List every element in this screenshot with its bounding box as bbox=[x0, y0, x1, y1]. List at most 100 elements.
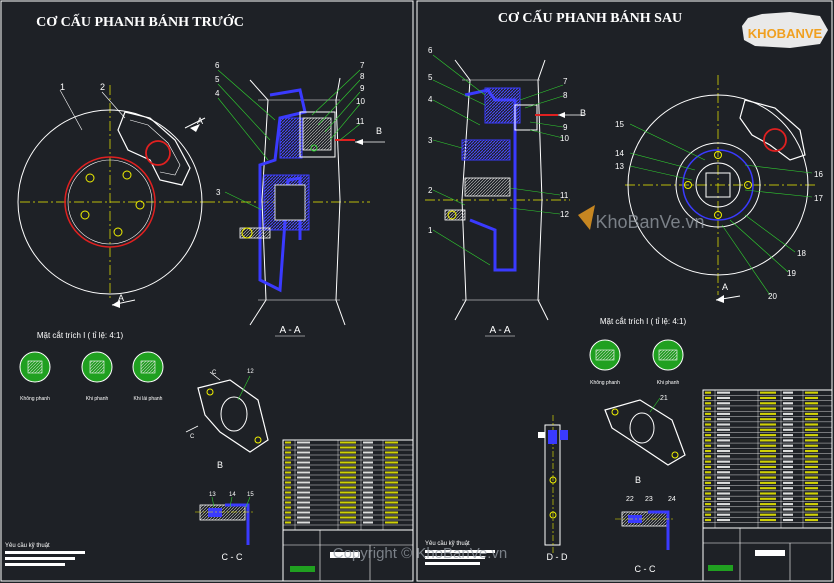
table-cell-stroke bbox=[760, 412, 776, 415]
right-detail-state-1: Không phanh bbox=[590, 380, 620, 386]
rear-sec-label-10: 10 bbox=[560, 134, 569, 143]
table-cell-stroke bbox=[363, 491, 373, 494]
table-cell-stroke bbox=[760, 449, 776, 453]
table-cell-stroke bbox=[717, 455, 730, 458]
table-cell-stroke bbox=[760, 402, 776, 405]
table-cell-stroke bbox=[805, 449, 818, 453]
table-cell-stroke bbox=[717, 503, 730, 506]
table-cell-stroke bbox=[717, 391, 730, 394]
table-cell-stroke bbox=[285, 516, 291, 519]
table-cell-stroke bbox=[363, 476, 373, 479]
left-detail-state-3: Khi lái phanh bbox=[134, 396, 163, 402]
table-cell-stroke bbox=[783, 418, 793, 421]
table-cell-stroke bbox=[783, 476, 793, 479]
table-cell-stroke bbox=[760, 460, 776, 463]
table-cell-stroke bbox=[285, 486, 291, 489]
part-label-1: 1 bbox=[60, 82, 65, 92]
table-cell-stroke bbox=[760, 391, 776, 394]
table-cell-stroke bbox=[285, 496, 291, 499]
table-cell-stroke bbox=[805, 487, 818, 490]
table-cell-stroke bbox=[805, 481, 818, 484]
arrow-label-b: B bbox=[376, 126, 382, 136]
watermark-site-text: KhoBanVe.vn bbox=[595, 212, 704, 232]
table-cell-stroke bbox=[805, 508, 818, 511]
table-cell-stroke bbox=[760, 513, 776, 516]
table-cell-stroke bbox=[760, 481, 776, 484]
table-cell-stroke bbox=[340, 501, 356, 504]
table-cell-stroke bbox=[340, 446, 356, 449]
left-detail-state-1: Không phanh bbox=[20, 396, 50, 402]
left-detail-caption: Mặt cắt trích I ( tỉ lệ: 4:1) bbox=[37, 331, 124, 340]
table-cell-stroke bbox=[805, 503, 818, 506]
table-cell-stroke bbox=[385, 516, 398, 519]
table-cell-stroke bbox=[297, 511, 310, 514]
table-cell-stroke bbox=[363, 516, 373, 519]
table-cell-stroke bbox=[285, 476, 291, 479]
table-cell-stroke bbox=[783, 460, 793, 463]
left-arrow-c-bottom: C bbox=[190, 434, 195, 440]
table-cell-stroke bbox=[783, 396, 793, 400]
table-cell-stroke bbox=[783, 492, 793, 495]
rear-sec-label-6: 6 bbox=[428, 46, 433, 55]
table-cell-stroke bbox=[340, 456, 356, 459]
table-cell-stroke bbox=[717, 402, 730, 405]
right-callout-24: 24 bbox=[668, 496, 676, 503]
rear-view-label-18: 18 bbox=[797, 249, 806, 258]
table-cell-stroke bbox=[385, 506, 398, 509]
table-cell-stroke bbox=[717, 418, 730, 421]
table-cell-stroke bbox=[705, 396, 711, 400]
table-cell-stroke bbox=[805, 460, 818, 463]
table-cell-stroke bbox=[385, 441, 398, 444]
rear-sec-label-11: 11 bbox=[560, 191, 569, 200]
table-cell-stroke bbox=[805, 492, 818, 495]
table-cell-stroke bbox=[783, 412, 793, 415]
sec-label-6: 6 bbox=[215, 61, 220, 70]
table-cell-stroke bbox=[705, 465, 711, 469]
table-cell-stroke bbox=[363, 471, 373, 474]
table-cell-stroke bbox=[760, 465, 776, 469]
table-cell-stroke bbox=[717, 412, 730, 415]
sec-label-8: 8 bbox=[360, 72, 365, 81]
table-cell-stroke bbox=[805, 391, 818, 394]
table-cell-stroke bbox=[363, 486, 373, 489]
rear-disc-view bbox=[625, 75, 815, 303]
table-cell-stroke bbox=[783, 449, 793, 453]
table-cell-stroke bbox=[385, 501, 398, 504]
table-cell-stroke bbox=[717, 465, 730, 469]
left-detail-state-2: Khi phanh bbox=[86, 396, 109, 402]
table-cell-stroke bbox=[285, 466, 291, 469]
table-cell-stroke bbox=[783, 423, 793, 426]
table-cell-stroke bbox=[297, 441, 310, 444]
table-cell-stroke bbox=[340, 441, 356, 444]
table-cell-stroke bbox=[340, 511, 356, 514]
logo-text: KHOBANVE bbox=[748, 26, 823, 41]
table-cell-stroke bbox=[760, 439, 776, 442]
table-cell-stroke bbox=[783, 471, 793, 474]
right-callout-22: 22 bbox=[626, 496, 634, 503]
right-view-dd-label: D - D bbox=[547, 552, 568, 562]
table-cell-stroke bbox=[363, 506, 373, 509]
table-cell-stroke bbox=[717, 497, 730, 500]
table-cell-stroke bbox=[805, 444, 818, 447]
table-cell-stroke bbox=[340, 506, 356, 509]
table-cell-stroke bbox=[385, 511, 398, 514]
table-cell-stroke bbox=[705, 455, 711, 458]
table-cell-stroke bbox=[363, 441, 373, 444]
rear-sec-label-2: 2 bbox=[428, 186, 433, 195]
rear-view-label-19: 19 bbox=[787, 269, 796, 278]
table-cell-stroke bbox=[760, 471, 776, 474]
table-cell-stroke bbox=[705, 476, 711, 479]
table-cell-stroke bbox=[297, 501, 310, 504]
table-cell-stroke bbox=[340, 476, 356, 479]
right-parts-table bbox=[702, 389, 833, 529]
table-cell-stroke bbox=[297, 496, 310, 499]
table-cell-stroke bbox=[805, 396, 818, 400]
table-cell-stroke bbox=[363, 496, 373, 499]
table-cell-stroke bbox=[760, 396, 776, 400]
table-cell-stroke bbox=[285, 461, 291, 464]
table-cell-stroke bbox=[385, 481, 398, 484]
left-view-b-label: B bbox=[217, 460, 223, 470]
table-cell-stroke bbox=[363, 451, 373, 454]
table-cell-stroke bbox=[805, 423, 818, 426]
rear-arrow-label-b: B bbox=[580, 108, 586, 118]
